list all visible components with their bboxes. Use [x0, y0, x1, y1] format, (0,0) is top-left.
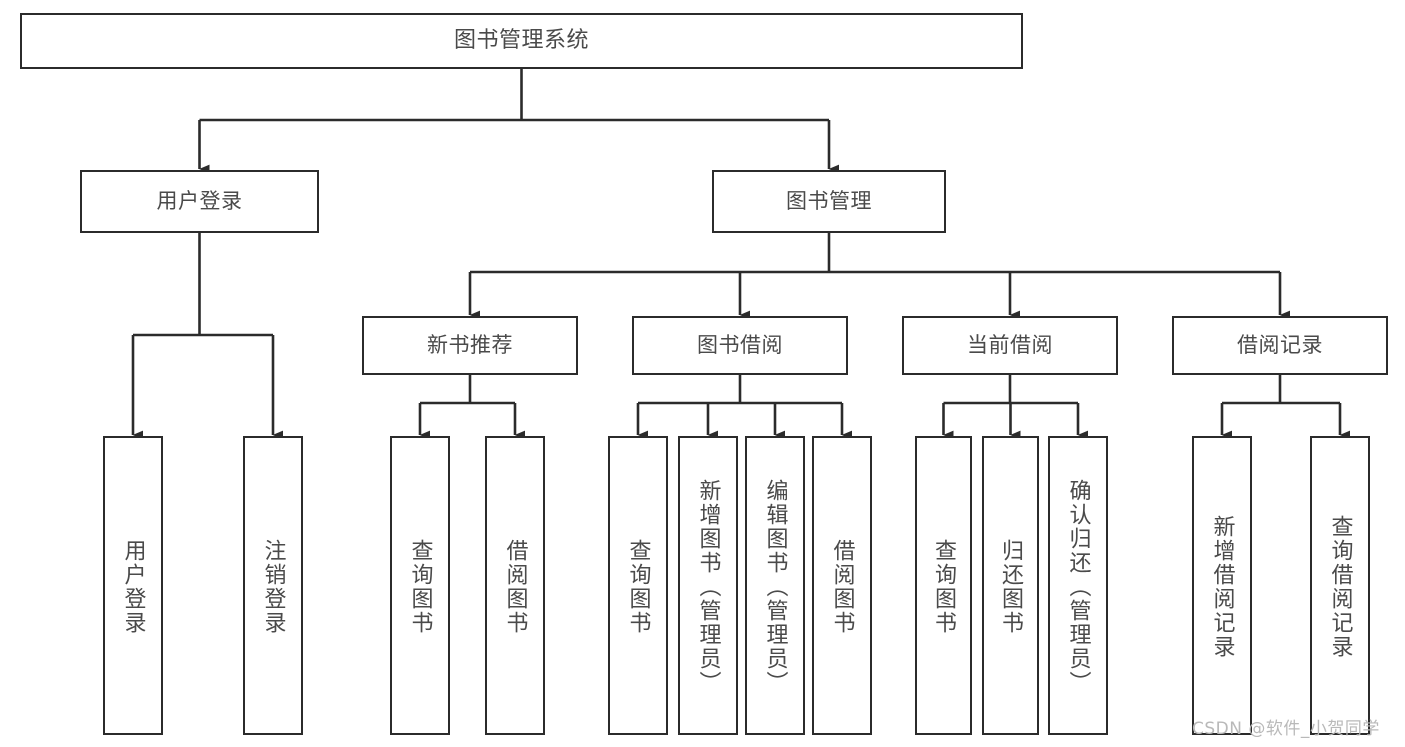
node-label-leaf-cb-confirm: 确认归还（管理员） — [1065, 478, 1091, 695]
node-label-leaf-user-logout: 注销登录 — [260, 538, 286, 635]
node-label-leaf-bb-query: 查询图书 — [625, 538, 651, 635]
node-label-borrow-log: 借阅记录 — [1237, 333, 1323, 358]
node-label-leaf-cb-query: 查询图书 — [931, 538, 957, 635]
node-leaf-bb-add[interactable]: 新增图书（管理员） — [678, 436, 738, 735]
node-leaf-bb-borrow[interactable]: 借阅图书 — [812, 436, 872, 735]
node-label-leaf-bl-query: 查询借阅记录 — [1327, 514, 1353, 659]
node-new-book-rec[interactable]: 新书推荐 — [362, 316, 578, 375]
node-label-leaf-bb-borrow: 借阅图书 — [829, 538, 855, 635]
node-label-book-borrow: 图书借阅 — [697, 333, 783, 358]
node-book-borrow[interactable]: 图书借阅 — [632, 316, 848, 375]
node-leaf-bl-add[interactable]: 新增借阅记录 — [1192, 436, 1252, 735]
node-label-user-login: 用户登录 — [156, 189, 243, 214]
node-leaf-bb-edit[interactable]: 编辑图书（管理员） — [745, 436, 805, 735]
node-leaf-rec-borrow[interactable]: 借阅图书 — [485, 436, 545, 735]
node-cur-borrow[interactable]: 当前借阅 — [902, 316, 1118, 375]
node-borrow-log[interactable]: 借阅记录 — [1172, 316, 1388, 375]
node-label-new-book-rec: 新书推荐 — [427, 333, 513, 358]
node-label-leaf-bb-edit: 编辑图书（管理员） — [762, 478, 788, 695]
node-leaf-user-login[interactable]: 用户登录 — [103, 436, 163, 735]
node-label-leaf-bl-add: 新增借阅记录 — [1209, 514, 1235, 659]
node-label-root: 图书管理系统 — [453, 28, 589, 54]
node-leaf-bl-query[interactable]: 查询借阅记录 — [1310, 436, 1370, 735]
node-leaf-cb-return[interactable]: 归还图书 — [982, 436, 1039, 735]
node-label-leaf-bb-add: 新增图书（管理员） — [695, 478, 721, 695]
node-label-leaf-rec-borrow: 借阅图书 — [502, 538, 528, 635]
node-label-book-manage: 图书管理 — [786, 189, 872, 214]
node-label-leaf-rec-query: 查询图书 — [407, 538, 433, 635]
node-leaf-bb-query[interactable]: 查询图书 — [608, 436, 668, 735]
node-label-leaf-cb-return: 归还图书 — [998, 538, 1024, 635]
node-leaf-rec-query[interactable]: 查询图书 — [390, 436, 450, 735]
node-label-cur-borrow: 当前借阅 — [967, 333, 1053, 358]
node-label-leaf-user-login: 用户登录 — [120, 538, 146, 635]
node-leaf-user-logout[interactable]: 注销登录 — [243, 436, 303, 735]
node-book-manage[interactable]: 图书管理 — [712, 170, 946, 233]
connector-lines — [131, 69, 1351, 440]
node-leaf-cb-query[interactable]: 查询图书 — [915, 436, 972, 735]
node-root[interactable]: 图书管理系统 — [20, 13, 1023, 69]
node-leaf-cb-confirm[interactable]: 确认归还（管理员） — [1048, 436, 1108, 735]
node-user-login[interactable]: 用户登录 — [80, 170, 319, 233]
